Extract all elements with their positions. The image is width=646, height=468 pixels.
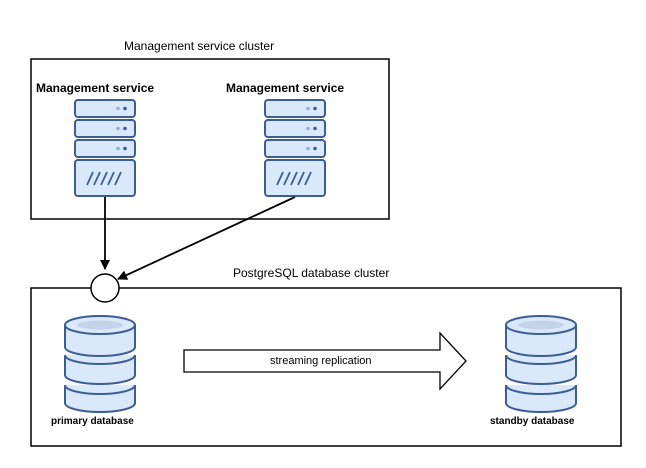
database-cluster-title: PostgreSQL database cluster (233, 266, 390, 280)
service-label-right: Management service (226, 81, 345, 95)
connector-right-service (117, 196, 296, 280)
server-icon-right (264, 99, 326, 197)
service-label-left: Management service (36, 81, 155, 95)
server-icon-left (74, 99, 136, 197)
database-icon-primary (64, 315, 136, 413)
standby-database-label: standby database (490, 416, 575, 427)
replication-label: streaming replication (270, 355, 372, 367)
connection-junction-circle (90, 273, 120, 303)
replication-arrow (183, 331, 467, 391)
database-icon-standby (505, 315, 577, 413)
primary-database-label: primary database (51, 416, 134, 427)
management-cluster-title: Management service cluster (124, 39, 275, 53)
